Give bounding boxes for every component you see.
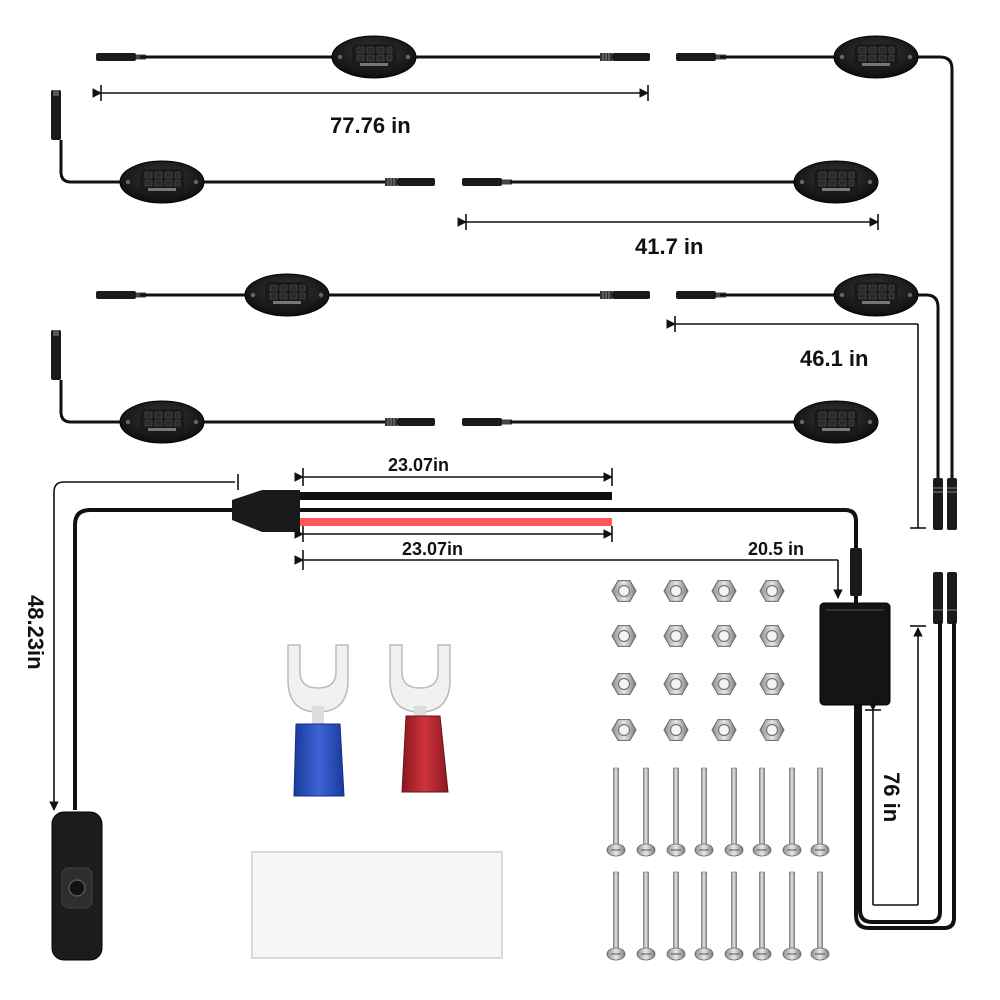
rock-light-pod-8 <box>793 400 879 444</box>
light-pod-6-cable <box>676 291 940 480</box>
dimension-switch-cable <box>49 474 239 811</box>
screws-row-1 <box>606 767 830 857</box>
dimension-row1 <box>92 85 649 101</box>
rock-light-pod-4 <box>793 160 879 204</box>
power-harness <box>73 490 862 810</box>
wire-length-label-top: 23.07in <box>388 455 449 475</box>
rock-light-pod-2 <box>833 35 919 79</box>
light-pod-8-cable <box>462 418 800 426</box>
controller-cable-length-label: 20.5 in <box>748 539 804 559</box>
length-label-row3: 46.1 in <box>800 346 868 371</box>
inline-switch <box>51 811 103 961</box>
blue-fork-terminal <box>287 644 349 797</box>
controller-output-cable <box>854 620 956 930</box>
rock-light-pod-3 <box>119 160 205 204</box>
right-connector-pair-top <box>933 478 957 530</box>
dimension-controller-cable <box>294 550 843 599</box>
dimension-controller-output <box>865 625 926 906</box>
dimension-row2 <box>457 214 879 230</box>
controller-box <box>819 602 891 706</box>
right-connector-pair-bottom <box>933 572 957 624</box>
rock-light-pod-7 <box>119 400 205 444</box>
light-pod-4-cable <box>462 178 800 186</box>
light-pod-7-cable <box>51 330 436 427</box>
controller-output-length-label: 76 in <box>879 772 904 822</box>
rock-light-pod-6 <box>833 273 919 317</box>
adhesive-pad <box>251 851 503 959</box>
dimension-wire-top <box>294 468 613 486</box>
switch-cable-length-label: 48.23in <box>23 595 48 670</box>
wire-length-label-bottom: 23.07in <box>402 539 463 559</box>
rock-light-pod-5 <box>244 273 330 317</box>
dimension-row3 <box>666 316 926 529</box>
light-pod-3-cable <box>51 90 436 187</box>
hex-nuts <box>611 579 785 742</box>
red-fork-terminal <box>389 644 451 793</box>
dimension-wire-bottom <box>294 526 613 542</box>
screws-row-2 <box>606 871 830 961</box>
rock-light-pod-1 <box>331 35 417 79</box>
length-label-row1: 77.76 in <box>330 113 411 138</box>
light-pod-5-cable <box>96 290 651 300</box>
length-label-row2: 41.7 in <box>635 234 703 259</box>
